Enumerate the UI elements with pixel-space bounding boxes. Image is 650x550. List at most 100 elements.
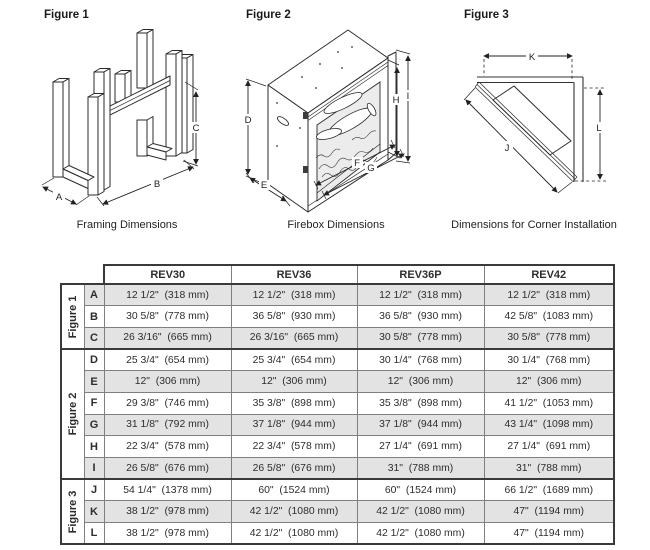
dim-label-l: L <box>596 123 601 134</box>
dimension-cell: 29 3/8" (746 mm) <box>103 391 232 415</box>
log <box>315 128 343 140</box>
dimension-d: D <box>242 78 267 186</box>
wall-top <box>477 76 583 84</box>
row-letter: A <box>83 283 105 307</box>
figure-2-drawing: D E F G <box>242 29 413 213</box>
column-header: REV36P <box>356 264 485 285</box>
column-header: REV36 <box>230 264 358 285</box>
table-row: K 38 1/2" (978 mm) 42 1/2" (1080 mm) 42 … <box>61 500 615 524</box>
dimension-l: L <box>575 87 606 182</box>
table-row: Figure 3 J 54 1/4" (1378 mm) 60" (1524 m… <box>60 478 615 546</box>
log <box>323 92 363 114</box>
dimension-g: G <box>321 148 405 200</box>
stud <box>52 78 70 178</box>
bottom-plate <box>62 165 95 189</box>
dimension-cell: 47" (1194 mm) <box>483 522 615 546</box>
figure-3-drawing: K L J <box>463 50 606 194</box>
dim-label-b: B <box>154 179 160 190</box>
dimension-cell: 36 5/8" (930 mm) <box>356 305 485 328</box>
table-row: Figure 2 D 25 3/4" (654 mm) 25 3/4" (654… <box>60 348 615 480</box>
row-letter: K <box>83 500 105 524</box>
dimension-cell: 36 5/8" (930 mm) <box>230 305 358 328</box>
dimension-cell: 12 1/2" (318 mm) <box>356 283 485 307</box>
dimension-cell: 26 5/8" (676 mm) <box>103 457 232 480</box>
dimension-cell: 42 1/2" (1080 mm) <box>356 522 485 546</box>
row-letter: I <box>83 457 105 480</box>
figure-1-title: Figure 1 <box>44 9 89 21</box>
row-letter: L <box>83 522 105 546</box>
table-row: H 22 3/4" (578 mm) 22 3/4" (578 mm) 27 1… <box>61 435 615 458</box>
dimension-cell: 25 3/4" (654 mm) <box>230 348 358 372</box>
row-letter: F <box>83 391 105 415</box>
dim-label-f: F <box>354 158 360 169</box>
screw-dots <box>276 46 353 147</box>
figure-group-label: Figure 3 <box>60 478 85 546</box>
row-letter: C <box>83 326 105 350</box>
dimension-cell: 35 3/8" (898 mm) <box>230 391 358 415</box>
dimension-cell: 42 1/2" (1080 mm) <box>356 500 485 524</box>
figure-1-caption: Framing Dimensions <box>76 219 178 231</box>
dimension-e: E <box>245 172 291 207</box>
dimension-cell: 26 3/16" (665 mm) <box>103 326 232 350</box>
row-letter: G <box>83 413 105 437</box>
figure-2-title: Figure 2 <box>246 9 291 21</box>
vent-slot <box>276 116 290 126</box>
firebox-right-flange <box>387 51 397 161</box>
dim-label-a: A <box>56 192 63 203</box>
dimension-k: K <box>483 50 573 81</box>
dimension-cell: 43 1/4" (1098 mm) <box>483 413 615 437</box>
figure-group-label: Figure 1 <box>60 282 85 350</box>
table-row: L 38 1/2" (978 mm) 42 1/2" (1080 mm) 42 … <box>61 522 615 546</box>
dim-label-c: C <box>193 123 200 134</box>
figure-2-caption: Firebox Dimensions <box>287 219 385 231</box>
dimension-cell: 37 1/8" (944 mm) <box>230 413 358 437</box>
stud <box>87 93 105 196</box>
row-letter: J <box>83 478 105 502</box>
dimension-cell: 41 1/2" (1053 mm) <box>483 391 615 415</box>
dimension-cell: 60" (1524 mm) <box>356 478 485 502</box>
dimension-cell: 38 1/2" (978 mm) <box>103 500 232 524</box>
table-row: I 26 5/8" (676 mm) 26 5/8" (676 mm) 31" … <box>61 457 615 480</box>
dimension-cell: 54 1/4" (1378 mm) <box>103 478 232 502</box>
wall-right <box>573 77 584 182</box>
figure-3-caption: Dimensions for Corner Installation <box>451 219 617 231</box>
dimension-cell: 26 3/16" (665 mm) <box>230 326 358 350</box>
dim-label-d: D <box>245 115 252 126</box>
dimensions-table: REV30 REV36 REV36P REV42 Figure 1 A 12 1… <box>60 264 615 546</box>
stud <box>165 50 183 157</box>
dim-label-h: H <box>393 95 400 106</box>
dimension-cell: 66 1/2" (1689 mm) <box>483 478 615 502</box>
dimension-cell: 25 3/4" (654 mm) <box>103 348 232 372</box>
figure-3-title: Figure 3 <box>464 9 509 21</box>
dimension-cell: 12" (306 mm) <box>230 370 358 393</box>
row-letter: E <box>83 370 105 393</box>
dimension-cell: 42 1/2" (1080 mm) <box>230 522 358 546</box>
dimension-cell: 26 5/8" (676 mm) <box>230 457 358 480</box>
dim-label-j: J <box>505 143 510 154</box>
dimension-b: B <box>96 159 195 207</box>
dimension-a: A <box>41 177 90 206</box>
table-corner-spacer <box>61 265 104 284</box>
dim-label-e: E <box>261 180 267 191</box>
dimension-cell: 12 1/2" (318 mm) <box>483 283 615 307</box>
dimension-cell: 27 1/4" (691 mm) <box>483 435 615 458</box>
header-row: REV30 REV36 REV36P REV42 <box>61 264 615 285</box>
table-row: C 26 3/16" (665 mm) 26 3/16" (665 mm) 30… <box>61 326 615 350</box>
latch-tabs <box>303 112 308 173</box>
dimension-cell: 42 5/8" (1083 mm) <box>483 305 615 328</box>
dimension-cell: 35 3/8" (898 mm) <box>356 391 485 415</box>
dimension-c: C <box>182 81 202 167</box>
row-letter: B <box>83 305 105 328</box>
dim-label-g: G <box>367 163 374 174</box>
dimension-cell: 60" (1524 mm) <box>230 478 358 502</box>
dimension-cell: 30 5/8" (778 mm) <box>103 305 232 328</box>
table-row: E 12" (306 mm) 12" (306 mm) 12" (306 mm)… <box>61 370 615 393</box>
figure-group-label: Figure 2 <box>60 348 85 480</box>
dimension-cell: 12" (306 mm) <box>483 370 615 393</box>
dimension-cell: 22 3/4" (578 mm) <box>103 435 232 458</box>
dimension-j: J <box>463 87 573 194</box>
dimension-cell: 31 1/8" (792 mm) <box>103 413 232 437</box>
table-row: B 30 5/8" (778 mm) 36 5/8" (930 mm) 36 5… <box>61 305 615 328</box>
dimension-cell: 31" (788 mm) <box>356 457 485 480</box>
dimension-cell: 12" (306 mm) <box>103 370 232 393</box>
